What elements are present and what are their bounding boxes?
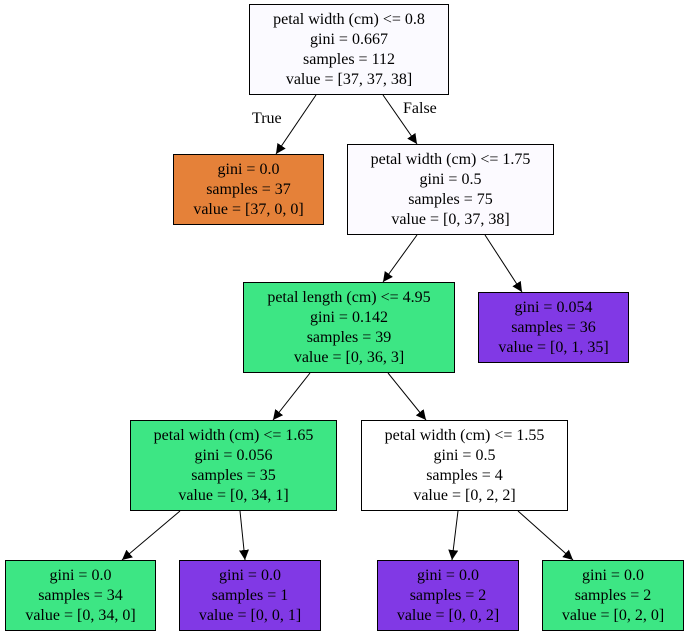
node-line: value = [0, 1, 35] [498, 338, 609, 356]
node-line: samples = 35 [191, 466, 276, 484]
node-line: petal width (cm) <= 1.75 [370, 150, 531, 168]
node-line: samples = 75 [408, 190, 493, 208]
edge-n0-n2 [382, 94, 418, 145]
node-line: value = [0, 0, 1] [198, 606, 302, 624]
tree-node-n5: petal width (cm) <= 1.65 gini = 0.056 samp… [130, 420, 337, 511]
node-line: samples = 1 [211, 586, 289, 604]
node-line: value = [37, 0, 0] [193, 200, 304, 218]
node-line: value = [0, 37, 38] [391, 210, 510, 228]
tree-node-n6: petal width (cm) <= 1.55 gini = 0.5 sample… [361, 420, 568, 511]
edge-n6-n9 [448, 510, 459, 561]
node-line: samples = 2 [409, 586, 487, 604]
edge-n2-n4 [484, 234, 523, 293]
node-line: gini = 0.667 [310, 30, 388, 48]
edge-n6-n10 [517, 510, 574, 561]
node-line: gini = 0.0 [219, 566, 281, 584]
tree-node-n3: petal length (cm) <= 4.95 gini = 0.142 sam… [243, 282, 455, 373]
tree-node-n10: gini = 0.0 samples = 2 value = [0, 2, 0] [542, 560, 684, 631]
edge-n2-n3 [382, 234, 418, 283]
node-line: gini = 0.5 [433, 446, 496, 464]
node-line: samples = 39 [306, 328, 392, 346]
node-line: petal width (cm) <= 0.8 [273, 10, 425, 28]
node-line: value = [0, 2, 0] [561, 606, 665, 624]
tree-node-n9: gini = 0.0 samples = 2 value = [0, 0, 2] [377, 560, 519, 631]
tree-node-n1: gini = 0.0 samples = 37 value = [37, 0, 0] [173, 154, 324, 225]
node-line: petal length (cm) <= 4.95 [267, 288, 431, 306]
node-line: value = [0, 34, 1] [178, 486, 289, 504]
node-line: samples = 36 [511, 318, 596, 336]
tree-node-n0: petal width (cm) <= 0.8 gini = 0.667 sampl… [249, 4, 449, 95]
tree-node-n8: gini = 0.0 samples = 1 value = [0, 0, 1] [179, 560, 321, 631]
node-line: gini = 0.5 [419, 170, 482, 188]
node-line: gini = 0.0 [582, 566, 644, 584]
node-line: value = [0, 0, 2] [396, 606, 500, 624]
edge-label-false: False [403, 100, 437, 117]
node-line: gini = 0.056 [194, 446, 273, 464]
node-line: gini = 0.0 [49, 566, 112, 584]
node-line: samples = 4 [426, 466, 503, 484]
node-line: value = [0, 34, 0] [25, 606, 136, 624]
node-line: gini = 0.0 [217, 160, 280, 178]
edge-n0-n1 [275, 94, 317, 155]
node-line: value = [37, 37, 38] [285, 70, 413, 88]
node-line: samples = 2 [574, 586, 652, 604]
node-line: gini = 0.054 [514, 298, 593, 316]
tree-node-n2: petal width (cm) <= 1.75 gini = 0.5 sample… [347, 144, 554, 235]
node-line: gini = 0.0 [417, 566, 479, 584]
node-line: value = [0, 2, 2] [413, 486, 516, 504]
edge-n3-n6 [387, 372, 427, 421]
node-line: petal width (cm) <= 1.55 [384, 426, 545, 444]
tree-node-n4: gini = 0.054 samples = 36 value = [0, 1, 3… [478, 292, 629, 363]
edge-n5-n7 [121, 510, 181, 561]
node-line: petal width (cm) <= 1.65 [153, 426, 314, 444]
node-line: samples = 112 [303, 50, 395, 68]
node-line: samples = 34 [38, 586, 123, 604]
node-line: gini = 0.142 [310, 308, 388, 326]
edge-n3-n5 [272, 372, 311, 421]
tree-node-n7: gini = 0.0 samples = 34 value = [0, 34, 0] [5, 560, 156, 631]
node-line: value = [0, 36, 3] [293, 348, 405, 366]
edge-n5-n8 [239, 510, 249, 561]
node-line: samples = 37 [206, 180, 291, 198]
edge-label-true: True [252, 110, 282, 127]
